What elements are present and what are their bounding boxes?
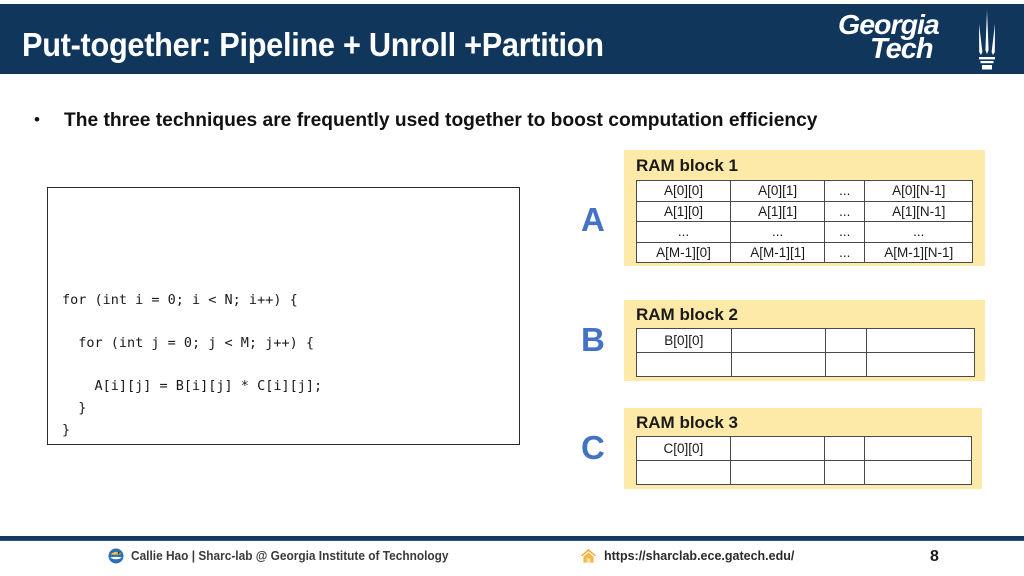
array-letter-c: C <box>581 429 605 466</box>
bullet-marker: • <box>34 110 40 129</box>
memory-cell <box>825 352 867 377</box>
ram-block-title-2: RAM block 2 <box>636 305 739 324</box>
memory-cell: C[0][0] <box>636 436 731 461</box>
slide-title-bar: Put-together: Pipeline + Unroll +Partiti… <box>0 4 1024 74</box>
memory-cell <box>865 328 976 353</box>
table-row: A[0][0]A[0][1]...A[0][N-1] <box>635 180 973 202</box>
gt-tower-icon <box>979 10 995 70</box>
memory-cell <box>730 328 827 353</box>
memory-cell: A[0][0] <box>635 180 732 202</box>
memory-cell: ... <box>864 221 973 243</box>
memory-cell <box>729 436 825 461</box>
memory-cell: B[0][0] <box>636 328 732 353</box>
array-letter-a: A <box>581 201 605 238</box>
ram-table-3: C[0][0] <box>636 436 973 485</box>
memory-cell: ... <box>824 221 866 243</box>
sharc-lab-logo-icon <box>108 548 124 564</box>
memory-cell: A[0][N-1] <box>864 180 973 202</box>
footer-author-group: Callie Hao | Sharc-lab @ Georgia Institu… <box>108 548 465 564</box>
memory-cell <box>636 460 731 485</box>
footer-divider <box>0 536 1024 540</box>
memory-cell <box>730 352 827 377</box>
memory-cell: ... <box>824 180 866 202</box>
table-row: A[M-1][0]A[M-1][1]...A[M-1][N-1] <box>635 241 973 263</box>
memory-cell: A[M-1][0] <box>635 241 732 263</box>
ram-table-2: B[0][0] <box>636 328 976 377</box>
table-row <box>636 352 976 377</box>
page-number: 8 <box>930 548 939 565</box>
table-row <box>636 460 973 485</box>
logo-word-tech: Tech <box>870 33 934 65</box>
code-box: for (int i = 0; i < N; i++) { for (int j… <box>47 187 520 445</box>
logo-word-georgia: Georgia <box>838 9 940 40</box>
memory-cell: A[1][N-1] <box>864 200 973 222</box>
memory-cell <box>729 460 825 485</box>
memory-cell <box>823 460 865 485</box>
memory-cell <box>863 436 973 461</box>
table-row: B[0][0] <box>636 328 976 353</box>
memory-cell <box>865 352 976 377</box>
code-snippet: for (int i = 0; i < N; i++) { for (int j… <box>62 291 323 438</box>
memory-cell <box>636 352 732 377</box>
footer-url-text[interactable]: https://sharclab.ece.gatech.edu/ <box>604 549 795 563</box>
memory-cell <box>825 328 867 353</box>
ram-table-1: A[0][0]A[0][1]...A[0][N-1]A[1][0]A[1][1]… <box>635 180 973 263</box>
ram-block-title-3: RAM block 3 <box>636 413 739 432</box>
memory-cell: ... <box>730 221 826 243</box>
slide-title: Put-together: Pipeline + Unroll +Partiti… <box>22 26 604 63</box>
array-letter-b: B <box>581 321 605 358</box>
memory-cell: ... <box>635 221 732 243</box>
table-row: C[0][0] <box>636 436 973 461</box>
table-row: ............ <box>635 221 973 243</box>
memory-cell: ... <box>824 200 866 222</box>
footer-divider-thin <box>0 540 1024 541</box>
home-icon <box>580 549 597 563</box>
table-row: A[1][0]A[1][1]...A[1][N-1] <box>635 200 973 222</box>
memory-cell: A[M-1][1] <box>730 241 826 263</box>
ram-block-title-1: RAM block 1 <box>636 156 739 175</box>
memory-cell: A[0][1] <box>730 180 826 202</box>
bullet-text: The three techniques are frequently used… <box>64 109 818 131</box>
memory-cell: A[1][0] <box>635 200 732 222</box>
memory-cell: A[1][1] <box>730 200 826 222</box>
memory-cell <box>863 460 973 485</box>
memory-cell: ... <box>824 241 866 263</box>
footer-author-text: Callie Hao | Sharc-lab @ Georgia Institu… <box>131 549 449 563</box>
memory-cell: A[M-1][N-1] <box>864 241 973 263</box>
memory-cell <box>823 436 865 461</box>
bullet-row: • The three techniques are frequently us… <box>34 108 1014 132</box>
georgia-tech-logo: Georgia Tech <box>834 8 1004 72</box>
footer-url-group[interactable]: https://sharclab.ece.gatech.edu/ <box>580 548 794 564</box>
